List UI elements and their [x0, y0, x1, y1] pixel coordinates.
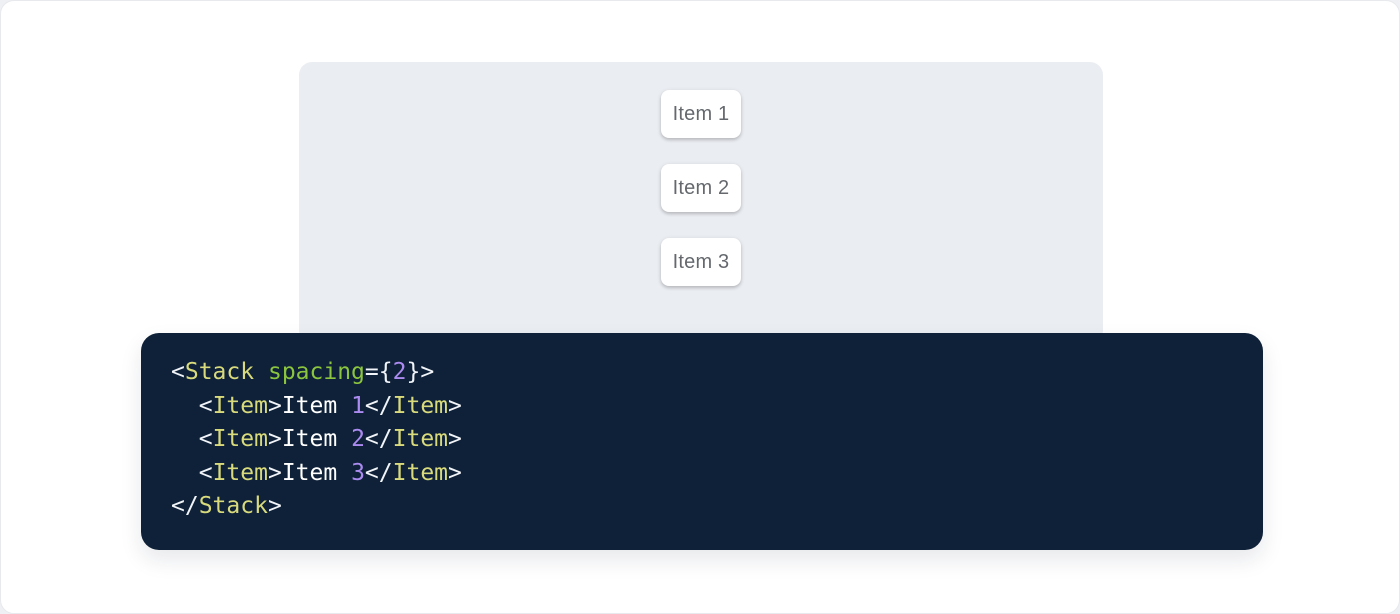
code-line: <Item>Item 3</Item> — [171, 457, 1233, 491]
stack-demo: Item 1 Item 2 Item 3 — [299, 62, 1103, 286]
code-token-punctuation: < — [198, 459, 213, 486]
code-token-punctuation: ={ — [364, 359, 393, 385]
code-line: <Item>Item 1</Item> — [171, 390, 1233, 424]
code-token-tag: Item — [392, 459, 449, 486]
code-token-number: 3 — [351, 459, 365, 486]
code-content: <Stack spacing={2}> <Item>Item 1</Item> … — [171, 356, 1233, 524]
stack-item-label: Item 2 — [672, 176, 730, 199]
code-token-tag: Stack — [198, 493, 268, 519]
code-token-punctuation: < — [198, 392, 213, 419]
code-line: <Stack spacing={2}> — [171, 356, 1233, 390]
code-token-plain — [171, 460, 199, 486]
code-line: </Stack> — [171, 490, 1233, 524]
code-token-punctuation: > — [267, 493, 282, 519]
code-token-tag: Item — [392, 426, 449, 452]
code-token-punctuation: > — [448, 426, 462, 452]
code-token-plain: Item — [281, 392, 352, 419]
code-token-plain — [171, 426, 199, 452]
code-token-punctuation: </ — [171, 493, 199, 519]
code-token-punctuation: < — [198, 426, 213, 452]
code-token-plain: Item — [281, 459, 352, 486]
code-token-tag: Item — [212, 426, 268, 452]
stack-item: Item 3 — [661, 238, 741, 286]
code-token-punctuation: </ — [364, 459, 393, 486]
code-token-punctuation: > — [448, 392, 462, 419]
code-block: <Stack spacing={2}> <Item>Item 1</Item> … — [141, 333, 1263, 550]
code-token-punctuation: < — [171, 359, 185, 385]
code-token-number: 2 — [351, 426, 365, 452]
demo-preview-panel: Item 1 Item 2 Item 3 — [299, 62, 1103, 343]
code-token-plain — [254, 359, 268, 385]
stack-item: Item 1 — [661, 90, 741, 138]
code-line: <Item>Item 2</Item> — [171, 423, 1233, 457]
code-token-punctuation: > — [267, 459, 282, 486]
code-token-attr_name: spacing — [267, 359, 365, 385]
code-token-number: 1 — [351, 392, 365, 419]
code-token-punctuation: </ — [364, 426, 393, 452]
code-token-punctuation: }> — [406, 359, 435, 385]
code-token-punctuation: > — [448, 459, 462, 486]
stack-item: Item 2 — [661, 164, 741, 212]
code-token-punctuation: > — [267, 392, 282, 419]
code-token-punctuation: </ — [364, 392, 393, 419]
code-token-tag: Stack — [184, 359, 255, 385]
stack-item-label: Item 3 — [672, 250, 730, 273]
code-token-number: 2 — [392, 359, 407, 385]
code-token-tag: Item — [212, 459, 268, 486]
code-token-tag: Item — [392, 392, 449, 419]
code-token-tag: Item — [212, 392, 268, 419]
code-token-punctuation: > — [267, 426, 282, 452]
stack-item-label: Item 1 — [672, 102, 730, 125]
code-token-plain — [171, 393, 199, 419]
code-token-plain: Item — [281, 426, 352, 452]
